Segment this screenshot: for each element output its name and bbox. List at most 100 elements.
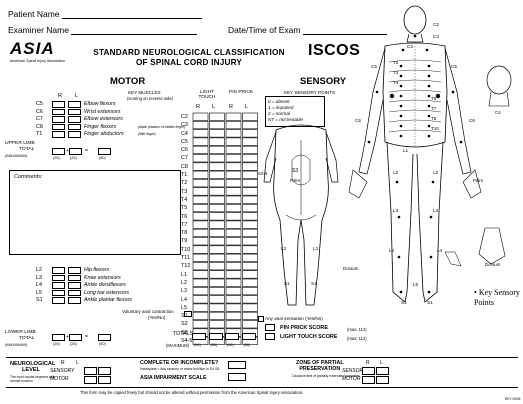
upper-c8-r-box[interactable]: [52, 123, 65, 131]
sensory-cell[interactable]: [225, 129, 242, 138]
sensory-cell[interactable]: [192, 245, 209, 254]
sensory-cell[interactable]: [209, 303, 225, 312]
sensory-cell[interactable]: [225, 195, 242, 204]
sensory-cell[interactable]: [192, 204, 209, 213]
sensory-cell[interactable]: [192, 154, 209, 163]
sensory-cell[interactable]: [225, 287, 242, 296]
sensory-cell[interactable]: [242, 187, 258, 196]
sensory-cell[interactable]: [242, 311, 258, 320]
sensory-cell[interactable]: [192, 220, 209, 229]
upper-c7-l-box[interactable]: [68, 116, 81, 123]
sensory-cell[interactable]: [209, 145, 225, 155]
upper-t1-r-box[interactable]: [52, 131, 65, 138]
lower-limb-total-box-2[interactable]: [98, 334, 111, 341]
sensory-cell[interactable]: [225, 270, 242, 279]
complete-box[interactable]: [228, 361, 246, 369]
zpp-motor-r-box[interactable]: [362, 376, 375, 384]
pin-prick-score-box[interactable]: [265, 324, 275, 331]
sensory-cell[interactable]: [209, 154, 225, 163]
sensory-cell[interactable]: [209, 262, 225, 271]
sensory-cell[interactable]: [242, 154, 258, 163]
sensory-cell[interactable]: [242, 228, 258, 237]
lower-l2-l-box[interactable]: [68, 267, 81, 274]
sensory-cell[interactable]: [225, 112, 242, 121]
exam-datetime-field[interactable]: Date/Time of Exam: [228, 25, 387, 35]
sensory-cell[interactable]: [192, 162, 209, 171]
sensory-cell[interactable]: [242, 278, 258, 287]
zpp-motor-l-box[interactable]: [376, 376, 389, 384]
lower-l3-l-box[interactable]: [68, 274, 81, 282]
sensory-cell[interactable]: [225, 311, 242, 320]
sensory-cell[interactable]: [209, 204, 225, 213]
sensory-cell[interactable]: [242, 179, 258, 188]
upper-limb-total-box-2[interactable]: [98, 148, 111, 155]
any-anal-box[interactable]: [258, 316, 264, 322]
upper-t1-l-box[interactable]: [68, 131, 81, 138]
sensory-cell[interactable]: [242, 137, 258, 146]
sensory-score-grid[interactable]: [192, 112, 260, 347]
lower-l4-r-box[interactable]: [52, 282, 65, 289]
sensory-cell[interactable]: [209, 212, 225, 221]
patient-name-line[interactable]: [61, 18, 202, 19]
sensory-cell[interactable]: [209, 320, 225, 329]
sensory-cell[interactable]: [192, 228, 209, 237]
sensory-cell[interactable]: [209, 121, 225, 130]
sensory-cell[interactable]: [242, 170, 258, 179]
sensory-cell[interactable]: [225, 262, 242, 271]
sensory-cell[interactable]: [242, 253, 258, 262]
sensory-cell[interactable]: [225, 245, 242, 254]
sensory-cell[interactable]: [209, 129, 225, 138]
upper-c5-l-box[interactable]: [68, 101, 81, 108]
sensory-cell[interactable]: [192, 179, 209, 188]
sensory-cell[interactable]: [225, 220, 242, 229]
zpp-sensory-r-box[interactable]: [362, 367, 375, 375]
sensory-cell[interactable]: [225, 137, 242, 146]
lower-l3-r-box[interactable]: [52, 274, 65, 282]
sensory-cell[interactable]: [242, 270, 258, 279]
neuro-sensory-l-box[interactable]: [98, 367, 111, 375]
sensory-cell[interactable]: [209, 162, 225, 171]
sensory-cell[interactable]: [192, 121, 209, 130]
sensory-cell[interactable]: [225, 154, 242, 163]
comments-box[interactable]: Comments:: [9, 170, 181, 255]
sensory-cell[interactable]: [192, 295, 209, 304]
sensory-cell[interactable]: [225, 253, 242, 262]
sensory-cell[interactable]: [242, 237, 258, 246]
sensory-cell[interactable]: [192, 303, 209, 312]
upper-limb-total-box-1[interactable]: [69, 148, 82, 155]
sensory-cell[interactable]: [242, 303, 258, 312]
sensory-total-box-0[interactable]: [192, 333, 206, 340]
sensory-cell[interactable]: [209, 195, 225, 204]
neuro-motor-r-box[interactable]: [84, 376, 97, 384]
sensory-cell[interactable]: [192, 137, 209, 146]
sensory-cell[interactable]: [192, 112, 209, 121]
sensory-cell[interactable]: [242, 112, 258, 121]
sensory-total-box-1[interactable]: [208, 333, 223, 340]
sensory-cell[interactable]: [209, 220, 225, 229]
sensory-cell[interactable]: [242, 262, 258, 271]
lower-l4-l-box[interactable]: [68, 282, 81, 289]
sensory-cell[interactable]: [192, 287, 209, 296]
upper-c8-l-box[interactable]: [68, 123, 81, 131]
sensory-cell[interactable]: [225, 295, 242, 304]
sensory-cell[interactable]: [209, 245, 225, 254]
light-touch-score-box[interactable]: [265, 333, 275, 340]
examiner-name-field[interactable]: Examiner Name: [8, 25, 198, 35]
examiner-name-line[interactable]: [71, 34, 198, 35]
sensory-cell[interactable]: [192, 253, 209, 262]
lower-l5-r-box[interactable]: [52, 289, 65, 297]
sensory-cell[interactable]: [209, 287, 225, 296]
sensory-cell[interactable]: [225, 170, 242, 179]
sensory-cell[interactable]: [242, 320, 258, 329]
sensory-cell[interactable]: [192, 237, 209, 246]
sensory-cell[interactable]: [209, 137, 225, 146]
sensory-cell[interactable]: [192, 270, 209, 279]
voluntary-anal-box[interactable]: [184, 311, 192, 317]
exam-datetime-line[interactable]: [302, 34, 387, 35]
upper-c6-r-box[interactable]: [52, 108, 65, 116]
lower-limb-total-box-0[interactable]: [52, 334, 65, 341]
sensory-cell[interactable]: [242, 287, 258, 296]
sensory-cell[interactable]: [192, 262, 209, 271]
sensory-cell[interactable]: [225, 179, 242, 188]
sensory-cell[interactable]: [225, 145, 242, 155]
